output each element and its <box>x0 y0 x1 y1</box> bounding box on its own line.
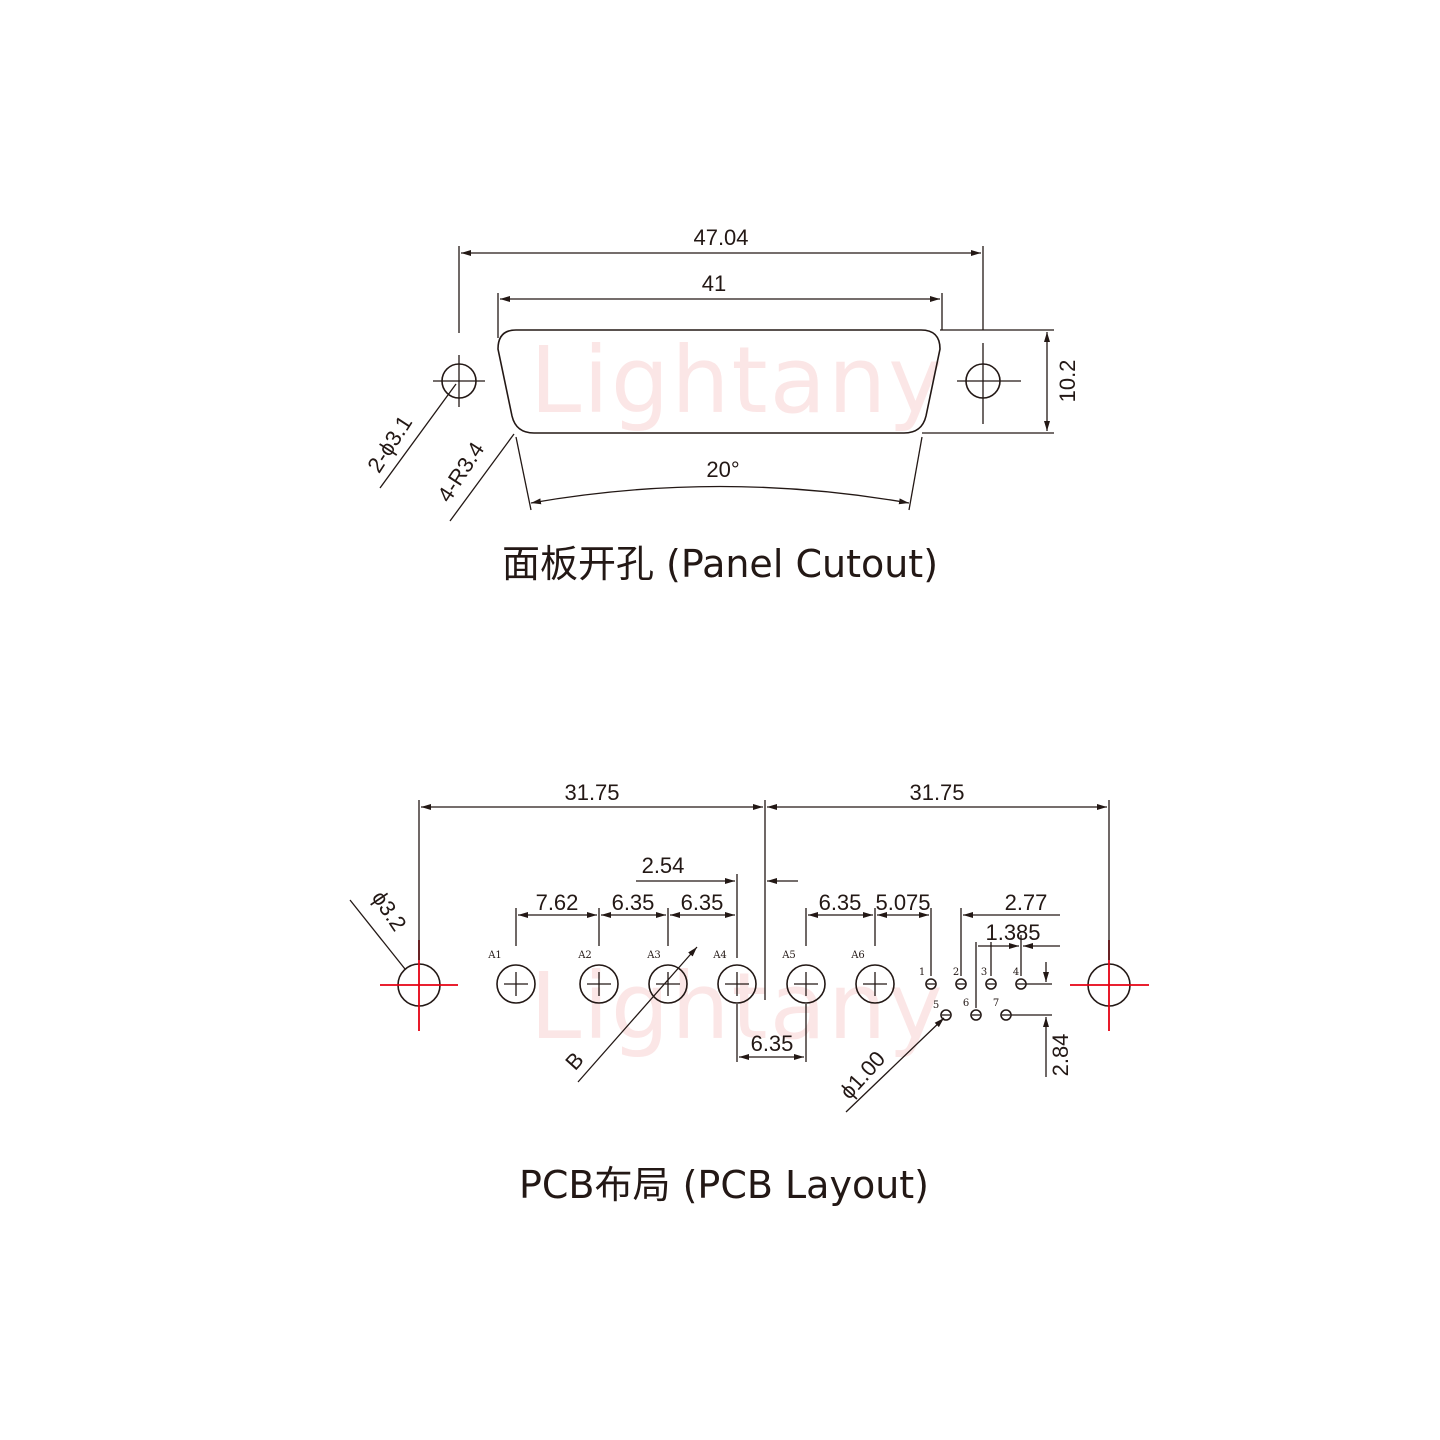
pin-label-2: 2 <box>953 967 959 978</box>
pin-label-a1: A1 <box>487 950 502 961</box>
pin-a1: A1 <box>487 950 536 1004</box>
signal-pin-7: 7 <box>993 998 1012 1021</box>
pin-a3: A3 <box>646 950 688 1004</box>
dim-corner-radius: 4-R3.4 <box>432 437 489 506</box>
pin-label-a6: A6 <box>850 950 865 961</box>
signal-pin-4: 4 <box>1013 967 1027 990</box>
dim-height: 10.2 <box>1055 360 1080 403</box>
pin-label-3: 3 <box>981 967 987 978</box>
dim-center-gap: 6.35 <box>751 1031 794 1056</box>
dim-pitch-a5-a6: 6.35 <box>819 890 862 915</box>
pin-a2: A2 <box>577 950 619 1004</box>
dim-mount-hole-diameter: ϕ3.2 <box>367 886 412 936</box>
pcb-layout-drawing: A1 A2 A3 A4 A5 A6 1 <box>349 780 1149 1113</box>
pin-label-5: 5 <box>933 1000 939 1011</box>
signal-pin-2: 2 <box>953 967 967 990</box>
pin-label-a3: A3 <box>646 950 661 961</box>
pin-label-a2: A2 <box>577 950 592 961</box>
watermark-panel: Lightany <box>530 327 945 434</box>
signal-pin-5: 5 <box>933 1000 952 1021</box>
dim-pitch-a2-a3: 6.35 <box>612 890 655 915</box>
pin-label-4: 4 <box>1013 967 1019 978</box>
panel-cutout-drawing: 47.04 41 10.2 20° 2-ϕ3.1 4-R3.4 <box>362 225 1080 522</box>
signal-pin-1: 1 <box>919 967 937 990</box>
dim-body-width: 41 <box>702 271 726 296</box>
dim-mounting-holes: 2-ϕ3.1 <box>362 411 417 477</box>
pin-a6: A6 <box>850 950 895 1004</box>
left-mounting-hole <box>433 355 485 407</box>
pin-label-a4: A4 <box>712 950 727 961</box>
d-sub-cutout-outline <box>497 329 941 434</box>
pin-label-1: 1 <box>919 967 925 978</box>
dim-row-offset: 2.84 <box>1048 1034 1073 1077</box>
dim-pitch-a1-a2: 7.62 <box>536 890 579 915</box>
pin-label-a5: A5 <box>781 950 796 961</box>
signal-pin-3: 3 <box>981 967 997 990</box>
pin-a5: A5 <box>781 950 826 1004</box>
right-mounting-hole <box>957 343 1021 424</box>
dim-overall-width: 47.04 <box>693 225 748 250</box>
dim-signal-pitch: 1.385 <box>985 920 1040 945</box>
pin-a4: A4 <box>712 950 757 1004</box>
pcb-layout-caption: PCB布局 (PCB Layout) <box>519 1163 929 1207</box>
panel-cutout-caption: 面板开孔 (Panel Cutout) <box>502 542 938 586</box>
signal-pin-6: 6 <box>963 998 982 1021</box>
dim-offset: 2.54 <box>642 853 685 878</box>
dim-pitch-a6-signal: 5.075 <box>875 890 930 915</box>
dim-right-half: 31.75 <box>909 780 964 805</box>
dim-angle: 20° <box>706 457 739 482</box>
dim-left-half: 31.75 <box>564 780 619 805</box>
pin-label-7: 7 <box>993 998 999 1009</box>
dim-signal-span: 2.77 <box>1005 890 1048 915</box>
dim-pitch-a3-a4: 6.35 <box>681 890 724 915</box>
pin-label-6: 6 <box>963 998 969 1009</box>
